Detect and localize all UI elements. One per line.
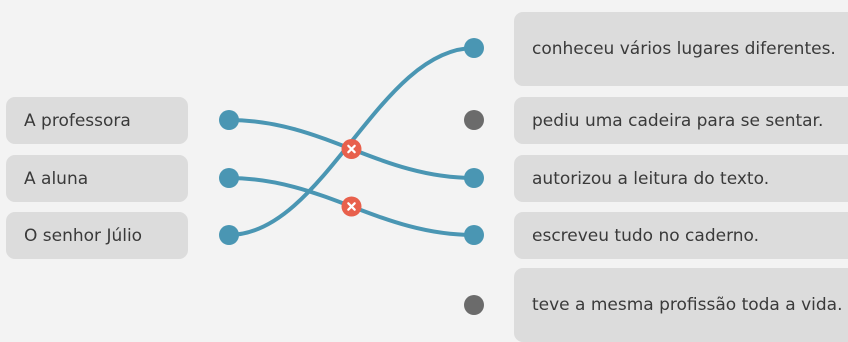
- left-item-aluna[interactable]: A aluna: [6, 155, 188, 202]
- right-item-label: pediu uma cadeira para se sentar.: [532, 110, 824, 131]
- right-item-escreveu[interactable]: escreveu tudo no caderno.: [514, 212, 848, 259]
- right-connector-dot[interactable]: [464, 110, 484, 130]
- right-item-label: autorizou a leitura do texto.: [532, 168, 770, 189]
- right-item-label: escreveu tudo no caderno.: [532, 225, 760, 246]
- left-connector-dot[interactable]: [219, 110, 239, 130]
- left-item-label: O senhor Júlio: [24, 225, 143, 246]
- left-item-professora[interactable]: A professora: [6, 97, 188, 144]
- left-item-senhor-julio[interactable]: O senhor Júlio: [6, 212, 188, 259]
- right-connector-dot[interactable]: [464, 168, 484, 188]
- error-badge-close-icon[interactable]: [341, 139, 362, 159]
- right-item-conheceu[interactable]: conheceu vários lugares diferentes.: [514, 12, 848, 86]
- right-item-label: teve a mesma profissão toda a vida.: [532, 295, 843, 315]
- error-badge-close-icon[interactable]: [341, 196, 362, 217]
- connection-dots: [219, 38, 484, 315]
- right-item-label: conheceu vários lugares diferentes.: [532, 39, 836, 59]
- left-item-label: A aluna: [24, 168, 89, 189]
- right-connector-dot[interactable]: [464, 225, 484, 245]
- right-item-teve[interactable]: teve a mesma profissão toda a vida.: [514, 268, 848, 342]
- right-connector-dot[interactable]: [464, 38, 484, 58]
- right-item-pediu[interactable]: pediu uma cadeira para se sentar.: [514, 97, 848, 144]
- error-badges: [341, 139, 362, 217]
- left-connector-dot[interactable]: [219, 168, 239, 188]
- right-connector-dot[interactable]: [464, 295, 484, 315]
- left-item-label: A professora: [24, 110, 131, 131]
- left-connector-dot[interactable]: [219, 225, 239, 245]
- right-item-autorizou[interactable]: autorizou a leitura do texto.: [514, 155, 848, 202]
